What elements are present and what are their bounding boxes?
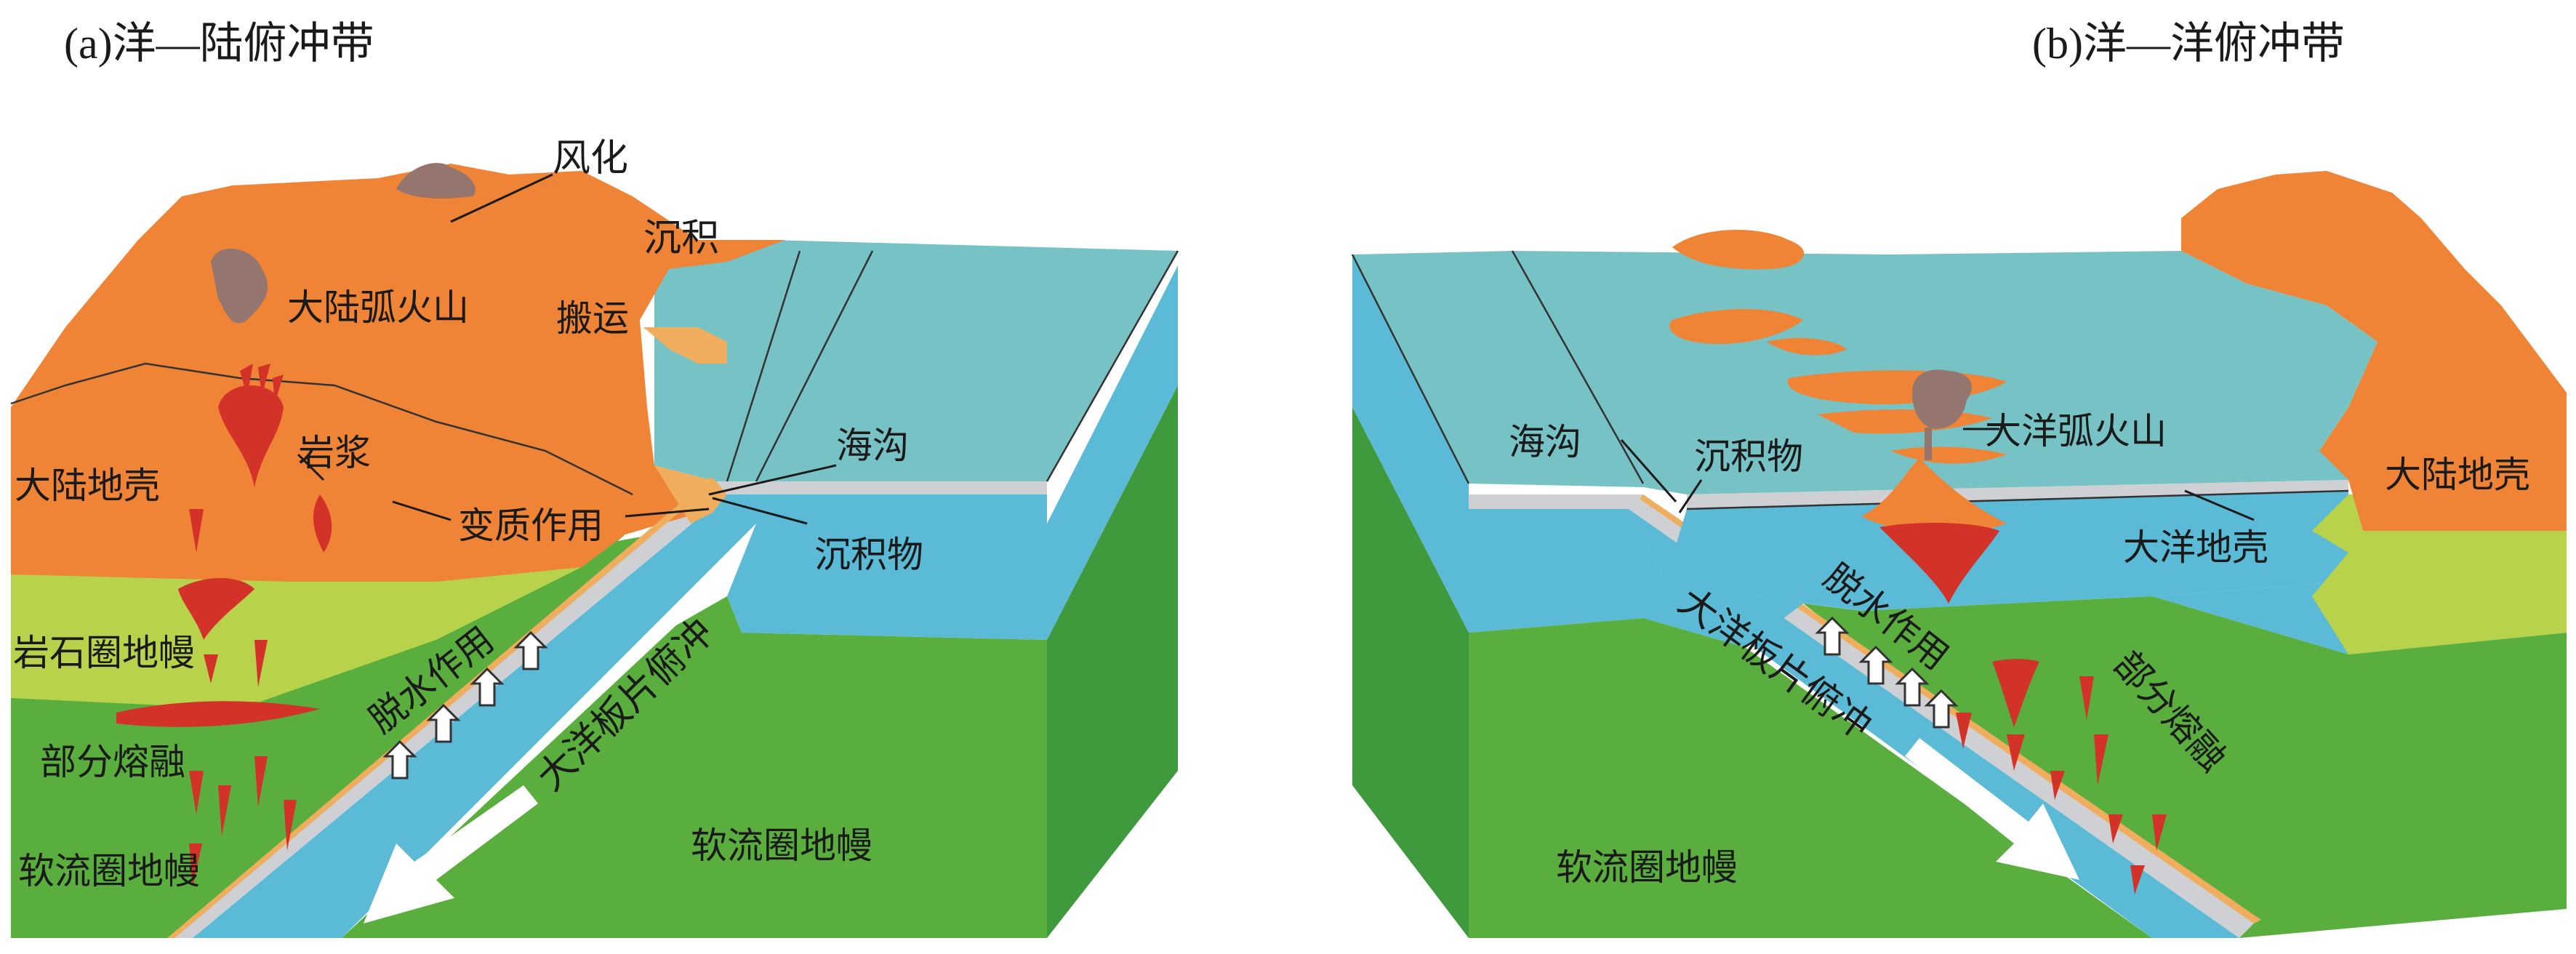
panel-a-title: (a)洋—陆俯冲带 <box>64 20 374 68</box>
label-sediment-a: 沉积物 <box>814 534 923 576</box>
label-magma: 岩浆 <box>298 432 371 474</box>
label-partial-melting-a: 部分熔融 <box>40 741 185 783</box>
panel-a-dehydration-arrows <box>382 630 548 779</box>
panel-b-ocean-front <box>1469 538 2348 654</box>
label-deposition: 沉积 <box>643 217 719 260</box>
panel-b <box>1351 171 2567 938</box>
label-continental-crust-a: 大陆地壳 <box>15 465 160 507</box>
panel-a-continental-crust <box>11 164 785 582</box>
label-oceanic-arc-volcano: 大洋弧火山 <box>1985 410 2167 452</box>
panel-b-volcanic-ash <box>1912 369 1972 429</box>
panel-a-dehydration-zone <box>240 534 625 800</box>
panel-a-sediment-transport <box>643 327 727 364</box>
panel-b-arc-volcano <box>1861 458 2007 534</box>
panel-b-magma <box>1879 522 1999 604</box>
panel-a-volcanic-ash <box>211 248 268 324</box>
label-asthenosphere-b: 软流圈地幔 <box>1556 846 1738 889</box>
label-oceanic-crust: 大洋地壳 <box>2123 526 2268 569</box>
panel-b-lithospheric-mantle <box>2312 494 2567 654</box>
panel-b-dehydration-arrows <box>1815 616 1959 729</box>
label-asthenosphere-a-right: 软流圈地幔 <box>691 825 872 867</box>
label-lithospheric-mantle: 岩石圈地幔 <box>13 632 195 674</box>
panel-b-subduction-arrow <box>1905 738 2079 880</box>
panel-b-asthenosphere-front-right <box>1803 596 2567 938</box>
label-asthenosphere-a-left: 软流圈地幔 <box>18 850 200 892</box>
panel-b-partial-melting <box>1956 659 2167 894</box>
label-trench-a: 海沟 <box>836 425 909 467</box>
panel-b-asthenosphere-left-face <box>1352 407 1469 938</box>
panel-b-ocean-left-face <box>1352 254 1469 633</box>
label-metamorphism: 变质作用 <box>458 505 603 547</box>
panel-b-coast-water <box>2181 251 2378 480</box>
label-continental-arc-volcano: 大陆弧火山 <box>287 286 469 329</box>
panel-a-ocean-side <box>1047 265 1178 640</box>
panel-a <box>10 163 1179 938</box>
panel-a-oceanic-slab <box>193 494 1047 938</box>
panel-b-ocean-front-right <box>1665 480 2348 611</box>
panel-a-subduction-arrow <box>364 785 538 923</box>
panel-a-ocean-front <box>727 524 1047 640</box>
panel-a-asthenosphere-front-right <box>342 596 1047 938</box>
panel-a-slab-edge <box>174 481 1047 938</box>
label-trench-b: 海沟 <box>1509 421 1581 463</box>
label-continental-crust-b: 大陆地壳 <box>2385 454 2530 496</box>
panel-b-asthenosphere-front-left <box>1469 618 2152 938</box>
label-transport: 搬运 <box>556 297 629 340</box>
panel-b-oceanic-crust <box>1687 480 2348 509</box>
label-sediment-b: 沉积物 <box>1694 436 1803 478</box>
panel-b-title: (b)洋—洋俯冲带 <box>2032 20 2345 68</box>
panel-a-weathering-rock <box>396 163 476 199</box>
label-weathering: 风化 <box>553 137 628 180</box>
panel-a-magma <box>116 364 332 887</box>
panel-b-continental-crust <box>2181 171 2567 531</box>
panel-a-ocean-surface <box>654 240 1178 481</box>
panel-a-asthenosphere-side <box>1047 385 1178 938</box>
